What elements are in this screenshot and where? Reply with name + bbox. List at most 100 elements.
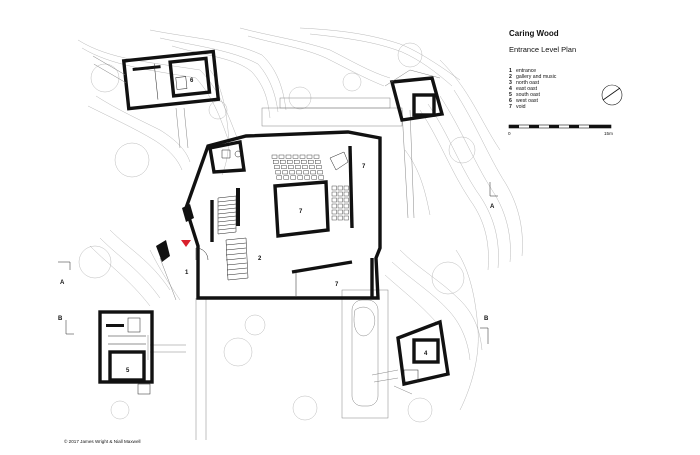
- section-marker-a-west: A: [58, 261, 71, 286]
- seat: [343, 191, 349, 197]
- seat: [304, 175, 310, 180]
- seat: [309, 165, 315, 169]
- seat: [285, 154, 292, 159]
- entrance-arrow-icon: [181, 240, 191, 247]
- seat: [337, 191, 343, 197]
- section-marker-a-east: A: [489, 182, 498, 210]
- seat: [295, 165, 301, 169]
- section-markers: A A B B: [58, 182, 498, 344]
- seat: [316, 165, 322, 169]
- svg-text:3: 3: [509, 80, 512, 86]
- south-oast: [98, 310, 154, 395]
- title-block: Caring Wood Entrance Level Plan: [509, 29, 576, 54]
- seat: [303, 170, 309, 175]
- legend-item: 2 gallery and music: [509, 74, 557, 80]
- room-label-gallery: 2: [258, 256, 262, 262]
- seat: [299, 154, 306, 159]
- seat: [331, 191, 337, 197]
- seat: [317, 170, 323, 175]
- gallery-seating: [271, 154, 349, 221]
- svg-text:east oast: east oast: [516, 86, 538, 92]
- room-label-void-central: 7: [299, 209, 303, 215]
- north-arrow-icon: [601, 84, 623, 106]
- seat: [289, 170, 295, 175]
- east-oast: [393, 319, 450, 395]
- west-oast: [92, 49, 221, 111]
- seat: [301, 159, 307, 164]
- legend-item: 1 entrance: [509, 68, 536, 74]
- seat: [287, 159, 293, 164]
- room-label-north-oast: 3: [423, 105, 427, 111]
- room-labels: 1 2 3 4 5 6 7 7 7: [126, 78, 428, 374]
- seat: [315, 159, 321, 164]
- seat: [310, 170, 316, 175]
- seat: [290, 175, 296, 180]
- legend-item: 5 south oast: [509, 92, 540, 98]
- svg-text:2: 2: [509, 74, 512, 80]
- seat: [308, 159, 314, 164]
- scale-end-label: 15m: [604, 131, 613, 136]
- section-marker-b-east: B: [480, 316, 489, 344]
- seat: [302, 165, 308, 169]
- copyright-text: © 2017 James Wright & Niall Maxwell: [64, 438, 141, 444]
- svg-text:B: B: [484, 316, 489, 322]
- seat: [331, 203, 337, 209]
- seat: [343, 215, 349, 221]
- seat: [331, 215, 337, 221]
- section-marker-b-west: B: [58, 316, 74, 335]
- north-oast: [384, 69, 445, 122]
- scale-bar: 0 15m: [508, 124, 613, 136]
- seat: [337, 203, 343, 209]
- svg-text:1: 1: [509, 68, 512, 74]
- room-label-east-oast: 4: [424, 351, 428, 357]
- svg-text:gallery and music: gallery and music: [516, 74, 557, 80]
- svg-text:4: 4: [509, 86, 512, 92]
- room-label-west-oast: 6: [190, 78, 194, 84]
- scale-start-label: 0: [508, 131, 511, 136]
- seat: [294, 159, 300, 164]
- seat: [275, 170, 281, 175]
- seat: [271, 154, 278, 159]
- seat: [318, 175, 324, 180]
- seat: [331, 197, 337, 203]
- legend-item: 7 void: [509, 104, 526, 110]
- svg-text:A: A: [60, 280, 65, 286]
- seat: [276, 175, 282, 180]
- svg-text:west oast: west oast: [516, 98, 538, 104]
- seat: [313, 154, 320, 159]
- room-label-entrance: 1: [185, 270, 189, 276]
- room-label-south-oast: 5: [126, 368, 130, 374]
- legend-item: 4 east oast: [509, 86, 538, 92]
- seat: [343, 203, 349, 209]
- svg-text:7: 7: [509, 104, 512, 110]
- seat: [337, 215, 343, 221]
- seat: [282, 170, 288, 175]
- svg-text:5: 5: [509, 92, 512, 98]
- seat: [337, 209, 343, 215]
- seat: [311, 175, 317, 180]
- drawing-subtitle: Entrance Level Plan: [509, 45, 576, 54]
- seat: [343, 185, 349, 191]
- piano-icon: [329, 151, 349, 171]
- seat: [280, 159, 286, 164]
- main-building: [156, 130, 382, 300]
- seat: [273, 159, 279, 164]
- seat: [296, 170, 302, 175]
- seat: [331, 185, 337, 191]
- svg-text:B: B: [58, 316, 63, 322]
- room-label-void-east: 7: [362, 164, 366, 170]
- svg-text:south oast: south oast: [516, 92, 540, 98]
- seat: [337, 185, 343, 191]
- legend-item: 3 north oast: [509, 80, 540, 86]
- seat: [278, 154, 285, 159]
- svg-text:north oast: north oast: [516, 80, 540, 86]
- svg-text:A: A: [490, 204, 495, 210]
- main-stairs: [217, 195, 249, 281]
- svg-text:entrance: entrance: [516, 68, 536, 74]
- svg-text:6: 6: [509, 98, 512, 104]
- site-topography: [77, 27, 523, 411]
- seat: [297, 175, 303, 180]
- seat: [292, 154, 299, 159]
- site-hardscape: [147, 97, 415, 440]
